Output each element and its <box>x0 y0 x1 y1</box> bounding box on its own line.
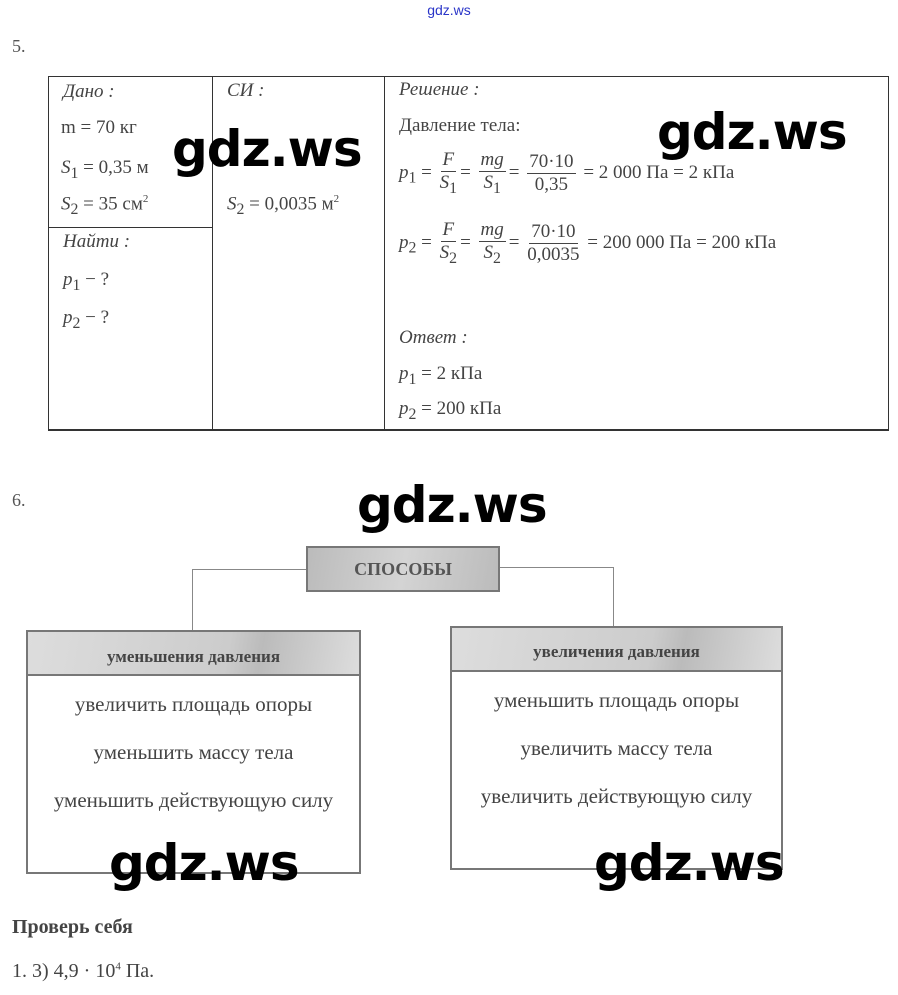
given-s1: S1 = 0,35 м <box>61 157 149 182</box>
watermark: gdz.ws <box>357 476 548 534</box>
given-s2: S2 = 35 см2 <box>61 193 149 219</box>
list-item: уменьшить действующую силу <box>53 788 334 812</box>
solution-table: Дано : m = 70 кг S1 = 0,35 м S2 = 35 см2… <box>48 76 889 431</box>
find-title: Найти : <box>63 231 131 252</box>
solution-intro: Давление тела: <box>399 115 521 136</box>
given-title: Дано : <box>63 81 115 102</box>
increase-pressure-box: увеличения давления уменьшить площадь оп… <box>450 626 783 870</box>
check-title: Проверь себя <box>12 916 133 938</box>
decrease-pressure-box: уменьшения давления увеличить площадь оп… <box>26 630 361 874</box>
list-item: увеличить действующую силу <box>480 784 753 808</box>
list-item: уменьшить массу тела <box>93 740 294 764</box>
watermark: gdz.ws <box>109 834 300 892</box>
list-item: уменьшить площадь опоры <box>493 688 740 712</box>
watermark: gdz.ws <box>172 120 363 178</box>
given-find-divider <box>49 227 212 228</box>
watermark: gdz.ws <box>594 834 785 892</box>
task-5-number: 5. <box>12 36 26 56</box>
given-mass: m = 70 кг <box>61 117 137 138</box>
check-answer: 1. 3) 4,9 · 104 Па. <box>12 960 155 982</box>
answer-p2: p2 = 200 кПа <box>399 398 502 423</box>
si-s2: S2 = 0,0035 м2 <box>227 193 340 219</box>
root-label: СПОСОБЫ <box>354 559 452 579</box>
answer-p1: p1 = 2 кПа <box>399 363 483 388</box>
find-p1: p1 − ? <box>63 269 110 294</box>
decrease-title: уменьшения давления <box>28 632 359 676</box>
list-item: увеличить массу тела <box>520 736 713 760</box>
list-item: увеличить площадь опоры <box>74 692 313 716</box>
answer-title: Ответ : <box>399 327 468 348</box>
task-6-number: 6. <box>12 490 26 510</box>
find-p2: p2 − ? <box>63 307 110 332</box>
root-box: СПОСОБЫ <box>306 546 500 592</box>
watermark: gdz.ws <box>657 103 848 161</box>
solution-title: Решение : <box>399 79 480 100</box>
increase-title: увеличения давления <box>452 628 781 672</box>
si-title: СИ : <box>227 80 265 101</box>
site-link[interactable]: gdz.ws <box>427 2 471 18</box>
